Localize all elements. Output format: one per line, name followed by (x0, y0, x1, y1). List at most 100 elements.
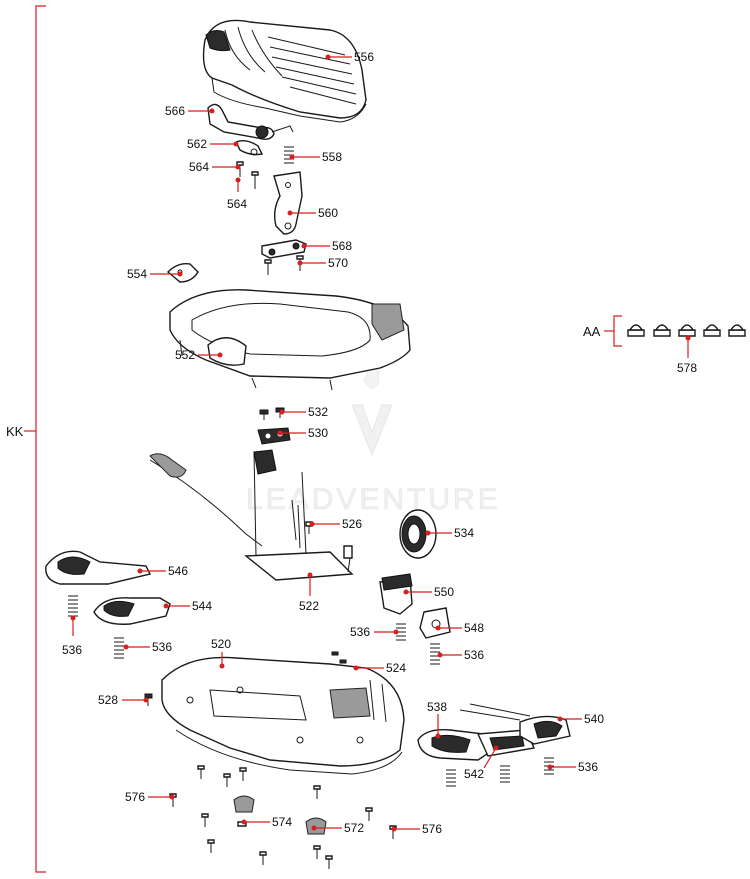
part-550-cap (379, 573, 413, 615)
callout-566-label: 566 (165, 104, 185, 118)
callout-536c: 536 (350, 625, 399, 639)
callout-574-label: 574 (272, 815, 292, 829)
callout-536a: 536 (62, 615, 82, 657)
callout-540: 540 (557, 712, 604, 726)
part-520-base-plate (161, 656, 405, 775)
callout-528: 528 (98, 693, 149, 707)
callout-528-label: 528 (98, 693, 118, 707)
part-578-buttons (627, 324, 746, 337)
callout-546: 546 (137, 564, 188, 578)
callout-534-label: 534 (454, 526, 474, 540)
callout-564a: 564 (189, 160, 241, 174)
kk-label: KK (6, 424, 24, 439)
part-530-block (257, 427, 291, 445)
callout-526-label: 526 (342, 517, 362, 531)
callout-548: 548 (435, 621, 484, 635)
callout-520-label: 520 (211, 637, 231, 651)
callout-578: 578 (677, 335, 697, 375)
part-560-bracket (273, 171, 303, 235)
part-556-pedal-top (202, 19, 367, 123)
callout-536c-label: 536 (350, 625, 370, 639)
part-568-linkage (261, 239, 307, 259)
part-554-plate (166, 262, 199, 283)
callout-572: 572 (311, 821, 364, 835)
callout-568-label: 568 (332, 239, 352, 253)
callout-546-label: 546 (168, 564, 188, 578)
callout-556-label: 556 (354, 50, 374, 64)
callout-536d-label: 536 (464, 648, 484, 662)
callouts: 556 566 562 558 564 564 560 568 570 554 … (62, 50, 697, 836)
callout-536e-label: 536 (578, 760, 598, 774)
callout-544-label: 544 (192, 599, 212, 613)
watermark-text: LEADVENTURE (246, 483, 501, 516)
aa-label: AA (583, 324, 601, 339)
part-570-screws (264, 255, 304, 275)
callout-524: 524 (353, 661, 406, 675)
callout-566: 566 (165, 104, 215, 118)
callout-530-label: 530 (308, 426, 328, 440)
callout-576a-label: 576 (125, 790, 145, 804)
kk-bracket: KK (6, 5, 46, 873)
callout-576b-label: 576 (422, 822, 442, 836)
callout-530: 530 (277, 426, 328, 440)
callout-536b: 536 (123, 640, 172, 654)
callout-570: 570 (297, 256, 348, 270)
callout-558: 558 (289, 150, 342, 164)
callout-564b-label: 564 (227, 197, 247, 211)
part-534-gear (399, 509, 437, 559)
callout-538-label: 538 (427, 700, 447, 714)
callout-572-label: 572 (344, 821, 364, 835)
part-540-pedal (459, 703, 571, 745)
callout-576a: 576 (125, 790, 175, 804)
part-552-frame (169, 289, 411, 391)
callout-552-label: 552 (175, 348, 195, 362)
callout-548-label: 548 (464, 621, 484, 635)
callout-564b: 564 (227, 177, 247, 211)
callout-524-label: 524 (386, 661, 406, 675)
callout-568: 568 (301, 239, 352, 253)
part-564-screws (236, 161, 259, 189)
callout-536e: 536 (547, 760, 598, 774)
watermark-logo: LEADVENTURE (246, 354, 501, 516)
callout-522-label: 522 (299, 599, 319, 613)
callout-578-label: 578 (677, 361, 697, 375)
callout-560-label: 560 (318, 206, 338, 220)
callout-564a-label: 564 (189, 160, 209, 174)
callout-536a-label: 536 (62, 643, 82, 657)
callout-532-label: 532 (308, 405, 328, 419)
part-544-pad (93, 597, 171, 625)
callout-554: 554 (127, 267, 183, 281)
part-546-pad (45, 550, 152, 585)
callout-526: 526 (309, 517, 362, 531)
aa-bracket: AA (583, 315, 622, 347)
callout-552: 552 (175, 348, 223, 362)
callout-574: 574 (241, 815, 292, 829)
callout-534: 534 (425, 526, 474, 540)
callout-562-label: 562 (187, 137, 207, 151)
callout-556: 556 (325, 50, 374, 64)
callout-532: 532 (279, 405, 328, 419)
callout-558-label: 558 (322, 150, 342, 164)
callout-576b: 576 (391, 822, 442, 836)
callout-540-label: 540 (584, 712, 604, 726)
callout-536d: 536 (437, 648, 484, 662)
part-572-foot (305, 817, 327, 835)
part-562-clip (235, 139, 264, 156)
part-558-spring (284, 146, 294, 164)
callout-570-label: 570 (328, 256, 348, 270)
callout-560: 560 (287, 206, 338, 220)
part-532-screws (259, 407, 285, 420)
callout-554-label: 554 (127, 267, 147, 281)
callout-550-label: 550 (434, 585, 454, 599)
callout-544: 544 (163, 599, 212, 613)
callout-550: 550 (403, 585, 454, 599)
callout-542-label: 542 (464, 767, 484, 781)
callout-522: 522 (299, 572, 319, 613)
part-522-sensor-assembly (149, 449, 354, 581)
callout-536b-label: 536 (152, 640, 172, 654)
callout-562: 562 (187, 137, 239, 151)
callout-542: 542 (464, 745, 499, 781)
callout-538: 538 (427, 700, 447, 739)
part-548-housing (419, 607, 451, 639)
